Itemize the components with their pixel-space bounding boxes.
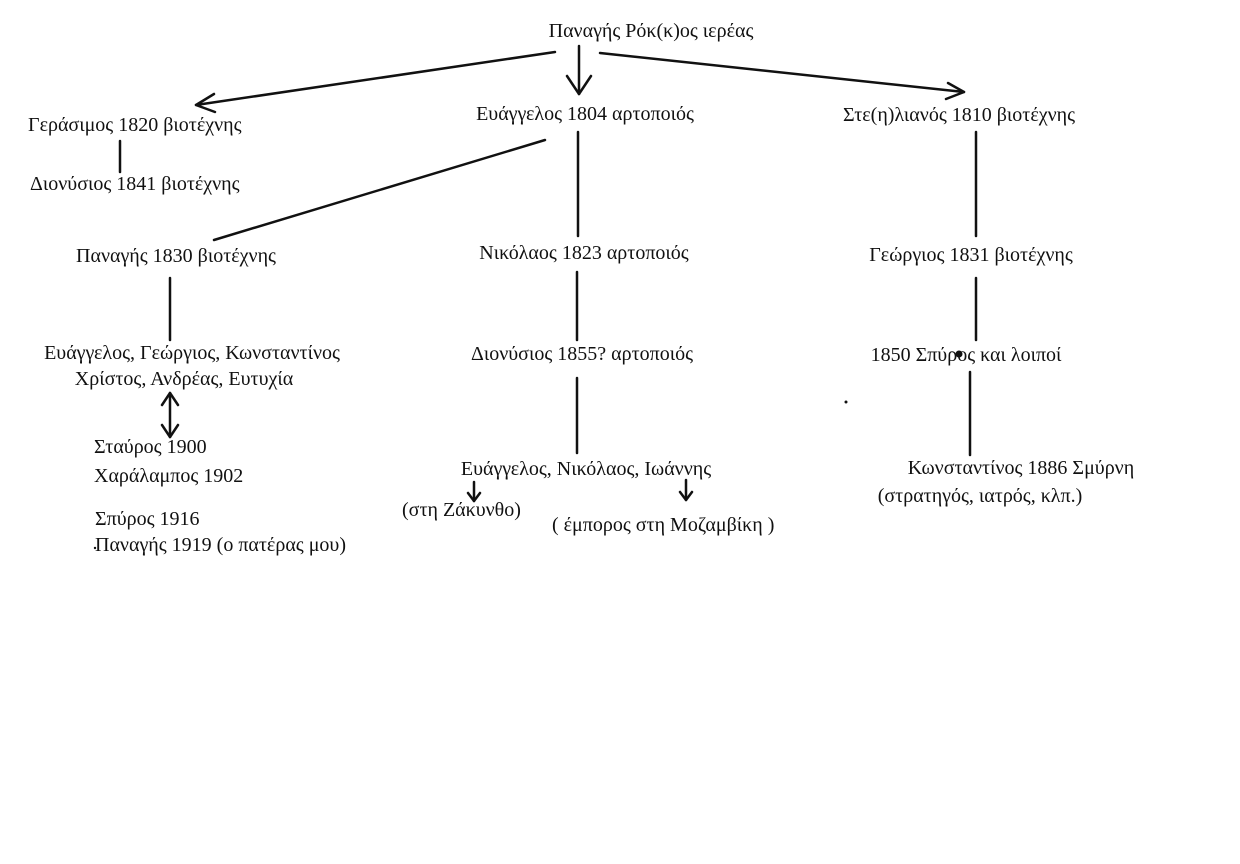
person-spyros-1850: 1850 Σπύρος και λοιποί bbox=[870, 344, 1062, 366]
person-charalampos: Χαράλαμπος 1902 bbox=[94, 465, 244, 487]
line-root-to-gerasimos bbox=[194, 50, 557, 107]
children-panagis-1830-line2: Χρίστος, Ανδρέας, Ευτυχία bbox=[74, 368, 294, 390]
person-dionysios-1855: Διονύσιος 1855? αρτοποιός bbox=[470, 343, 694, 365]
person-panagis-1830: Παναγής 1830 βιοτέχνης bbox=[76, 245, 276, 267]
ink-speck bbox=[844, 400, 848, 404]
person-spyros-1916: Σπύρος 1916 bbox=[95, 508, 200, 530]
ink-dot bbox=[955, 350, 963, 358]
person-root: Παναγής Ρόκ(κ)ος ιερέας bbox=[548, 20, 754, 42]
arrowhead-evangelos bbox=[565, 74, 593, 96]
note-konstantinos: (στρατηγός, ιατρός, κλπ.) bbox=[877, 485, 1083, 507]
arrowhead-mozambique bbox=[678, 490, 694, 502]
arrowhead-stelianos bbox=[944, 81, 966, 101]
person-gerasimos: Γεράσιμος 1820 βιοτέχνης bbox=[28, 114, 242, 136]
person-dionysios-1841: Διονύσιος 1841 βιοτέχνης bbox=[30, 173, 240, 195]
arrowhead-down bbox=[160, 423, 180, 439]
person-nikolaos-1823: Νικόλαος 1823 αρτοποιός bbox=[479, 242, 689, 264]
arrowhead-up bbox=[160, 391, 180, 407]
children-panagis-1830-line1: Ευάγγελος, Γεώργιος, Κωνσταντίνος bbox=[44, 342, 340, 364]
arrowhead-gerasimos bbox=[194, 92, 217, 114]
person-stelianos: Στε(η)λιανός 1810 βιοτέχνης bbox=[842, 104, 1076, 126]
person-evangelos-1804: Ευάγγελος 1804 αρτοποιός bbox=[476, 103, 694, 125]
note-zakynthos: (στη Ζάκυνθο) bbox=[402, 499, 521, 521]
line-evangelos-to-panagis bbox=[212, 138, 547, 242]
children-dionysios-1855: Ευάγγελος, Νικόλαος, Ιωάννης bbox=[460, 458, 712, 480]
note-mozambique: ( έμπορος στη Μοζαμβίκη ) bbox=[552, 514, 775, 536]
person-panagis-1919: Παναγής 1919 (ο πατέρας μου) bbox=[95, 534, 346, 556]
person-stavros: Σταύρος 1900 bbox=[94, 436, 207, 458]
line-root-to-stelianos bbox=[598, 51, 966, 94]
person-konstantinos-1886: Κωνσταντίνος 1886 Σμύρνη bbox=[907, 457, 1135, 479]
arrowhead-zakynthos bbox=[466, 491, 482, 503]
person-georgios-1831: Γεώργιος 1831 βιοτέχνης bbox=[869, 244, 1073, 266]
ink-speck bbox=[93, 546, 97, 550]
